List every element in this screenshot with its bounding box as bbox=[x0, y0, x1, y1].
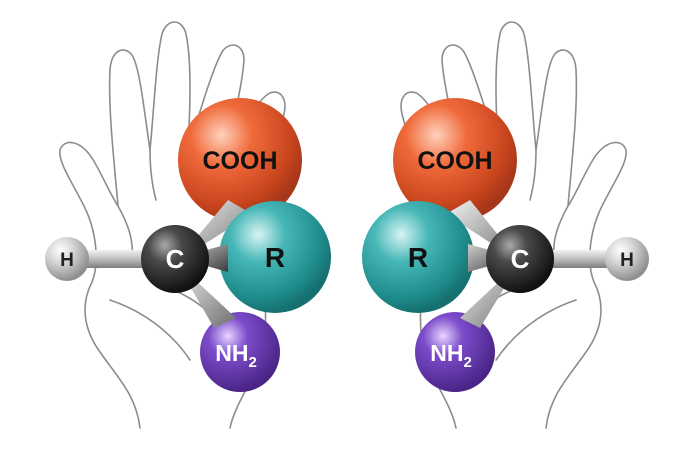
left-h-atom bbox=[45, 237, 89, 281]
left-h-label: H bbox=[60, 250, 74, 271]
right-nh2-atom bbox=[415, 312, 495, 392]
right-h-atom bbox=[605, 237, 649, 281]
right-r-label: R bbox=[408, 242, 428, 273]
left-r-atom bbox=[219, 201, 331, 313]
right-c-label: C bbox=[511, 244, 530, 274]
right-c-atom bbox=[486, 225, 554, 293]
left-c-atom bbox=[141, 225, 209, 293]
left-cooh-label: COOH bbox=[203, 147, 278, 175]
left-nh-text: NH bbox=[215, 340, 248, 366]
right-nh-text: NH bbox=[430, 340, 463, 366]
right-h-label: H bbox=[620, 250, 634, 271]
left-r-label: R bbox=[265, 242, 285, 273]
right-cooh-label: COOH bbox=[418, 147, 493, 175]
left-c-label: C bbox=[166, 244, 185, 274]
left-molecule: COOH R C H NH2 bbox=[45, 98, 331, 392]
right-molecule: COOH R C H NH2 bbox=[362, 98, 649, 392]
left-nh-subscript: 2 bbox=[248, 354, 256, 371]
right-cooh-atom bbox=[393, 98, 517, 222]
right-nh2-label: NH2 bbox=[430, 340, 472, 371]
left-nh2-label: NH2 bbox=[215, 340, 257, 371]
left-cooh-atom bbox=[178, 98, 302, 222]
right-r-atom bbox=[362, 201, 474, 313]
right-nh-subscript: 2 bbox=[463, 354, 471, 371]
left-nh2-atom bbox=[200, 312, 280, 392]
